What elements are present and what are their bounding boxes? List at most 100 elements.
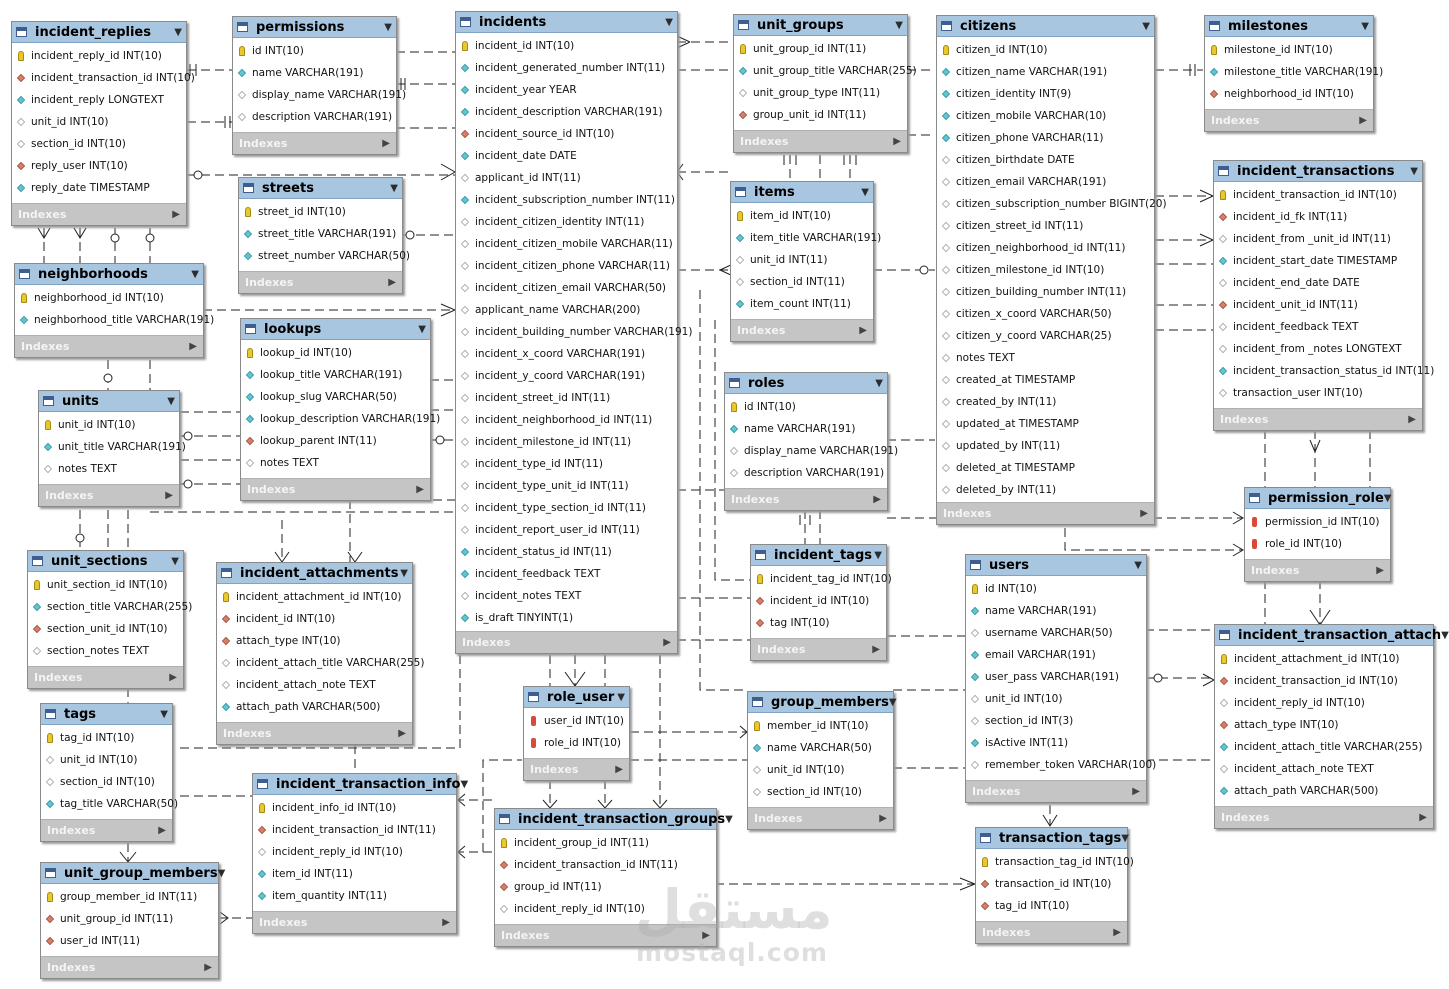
column-row[interactable]: item_quantity INT(11) (253, 885, 456, 907)
column-row[interactable]: id INT(10) (725, 396, 887, 418)
column-row[interactable]: name VARCHAR(191) (233, 62, 396, 84)
expand-arrow-icon[interactable]: ▶ (189, 341, 197, 352)
table-incident-replies[interactable]: incident_replies▼incident_reply_id INT(1… (11, 21, 195, 226)
collapse-arrow-icon[interactable]: ▼ (888, 696, 897, 708)
column-row[interactable]: citizen_x_coord VARCHAR(50) (937, 303, 1154, 325)
column-row[interactable]: user_pass VARCHAR(191) (966, 666, 1146, 688)
collapse-arrow-icon[interactable]: ▼ (1142, 20, 1150, 32)
column-row[interactable]: incident_start_date TIMESTAMP (1214, 250, 1422, 272)
expand-arrow-icon[interactable]: ▶ (442, 917, 450, 928)
column-row[interactable]: incident_id INT(10) (456, 35, 677, 57)
column-row[interactable]: section_notes TEXT (28, 640, 183, 662)
column-row[interactable]: unit_section_id INT(10) (28, 574, 183, 596)
column-row[interactable]: citizen_phone VARCHAR(11) (937, 127, 1154, 149)
column-row[interactable]: transaction_id INT(10) (976, 873, 1127, 895)
column-row[interactable]: incident_status_id INT(11) (456, 541, 677, 563)
column-row[interactable]: section_title VARCHAR(255) (28, 596, 192, 618)
collapse-arrow-icon[interactable]: ▼ (1121, 832, 1129, 844)
column-row[interactable]: incident_tag_id INT(10) (751, 568, 892, 590)
table-tags[interactable]: tags▼tag_id INT(10)unit_id INT(10)sectio… (40, 703, 178, 842)
column-row[interactable]: id INT(10) (233, 40, 396, 62)
table-unit-sections[interactable]: unit_sections▼unit_section_id INT(10)sec… (27, 550, 192, 689)
expand-arrow-icon[interactable]: ▶ (859, 325, 867, 336)
indexes-section[interactable]: Indexes▶ (1245, 559, 1390, 581)
column-row[interactable]: description VARCHAR(191) (233, 106, 396, 128)
column-row[interactable]: citizen_identity INT(9) (937, 83, 1154, 105)
column-row[interactable]: incident_milestone_id INT(11) (456, 431, 677, 453)
collapse-arrow-icon[interactable]: ▼ (665, 16, 673, 28)
column-row[interactable]: notes TEXT (39, 458, 179, 480)
column-row[interactable]: item_id INT(11) (253, 863, 456, 885)
expand-arrow-icon[interactable]: ▶ (873, 494, 881, 505)
column-row[interactable]: incident_transaction_id INT(10) (1215, 670, 1433, 692)
column-row[interactable]: name VARCHAR(191) (725, 418, 887, 440)
column-row[interactable]: incident_transaction_id INT(10) (1214, 184, 1422, 206)
column-row[interactable]: neighborhood_id INT(10) (1205, 83, 1373, 105)
indexes-section[interactable]: Indexes▶ (748, 807, 893, 829)
column-row[interactable]: name VARCHAR(191) (966, 600, 1146, 622)
column-row[interactable]: name VARCHAR(50) (748, 737, 893, 759)
column-row[interactable]: incident_id INT(10) (217, 608, 412, 630)
table-role-user[interactable]: role_user▼user_id INT(10)role_id INT(10)… (523, 686, 630, 781)
column-row[interactable]: incident_type_unit_id INT(11) (456, 475, 677, 497)
table-header[interactable]: incident_attachments▼ (217, 563, 412, 584)
column-row[interactable]: unit_group_type INT(11) (734, 82, 907, 104)
column-row[interactable]: incident_transaction_status_id INT(11) (1214, 360, 1434, 382)
column-row[interactable]: incident_reply LONGTEXT (12, 89, 186, 111)
column-row[interactable]: incident_attach_title VARCHAR(255) (217, 652, 424, 674)
column-row[interactable]: attach_path VARCHAR(500) (1215, 780, 1433, 802)
table-header[interactable]: incident_transactions▼ (1214, 161, 1422, 182)
column-row[interactable]: tag_id INT(10) (41, 727, 172, 749)
table-header[interactable]: users▼ (966, 555, 1146, 576)
column-row[interactable]: unit_id INT(10) (748, 759, 893, 781)
column-row[interactable]: neighborhood_title VARCHAR(191) (15, 309, 214, 331)
column-row[interactable]: created_at TIMESTAMP (937, 369, 1154, 391)
collapse-arrow-icon[interactable]: ▼ (1361, 20, 1369, 32)
expand-arrow-icon[interactable]: ▶ (388, 277, 396, 288)
indexes-section[interactable]: Indexes▶ (751, 638, 886, 660)
table-header[interactable]: role_user▼ (524, 687, 629, 708)
column-row[interactable]: lookup_id INT(10) (241, 342, 430, 364)
column-row[interactable]: citizen_birthdate DATE (937, 149, 1154, 171)
column-row[interactable]: incident_attachment_id INT(10) (1215, 648, 1433, 670)
column-row[interactable]: street_number VARCHAR(50) (239, 245, 410, 267)
collapse-arrow-icon[interactable]: ▼ (617, 691, 625, 703)
column-row[interactable]: attach_type INT(10) (217, 630, 412, 652)
column-row[interactable]: group_unit_id INT(11) (734, 104, 907, 126)
table-citizens[interactable]: citizens▼citizen_id INT(10)citizen_name … (936, 15, 1167, 525)
indexes-section[interactable]: Indexes▶ (39, 484, 179, 506)
table-header[interactable]: incident_replies▼ (12, 22, 186, 43)
expand-arrow-icon[interactable]: ▶ (398, 728, 406, 739)
column-row[interactable]: section_id INT(10) (41, 771, 172, 793)
expand-arrow-icon[interactable]: ▶ (158, 825, 166, 836)
expand-arrow-icon[interactable]: ▶ (416, 484, 424, 495)
column-row[interactable]: incident_transaction_id INT(11) (495, 854, 716, 876)
collapse-arrow-icon[interactable]: ▼ (217, 867, 226, 879)
column-row[interactable]: display_name VARCHAR(191) (233, 84, 406, 106)
column-row[interactable]: email VARCHAR(191) (966, 644, 1146, 666)
table-incident-transaction-groups[interactable]: incident_transaction_groups▼incident_gro… (494, 808, 733, 947)
column-row[interactable]: group_id INT(11) (495, 876, 716, 898)
expand-arrow-icon[interactable]: ▶ (204, 962, 212, 973)
collapse-arrow-icon[interactable]: ▼ (171, 555, 179, 567)
expand-arrow-icon[interactable]: ▶ (165, 490, 173, 501)
column-row[interactable]: section_unit_id INT(10) (28, 618, 183, 640)
column-row[interactable]: section_id INT(3) (966, 710, 1146, 732)
column-row[interactable]: citizen_id INT(10) (937, 39, 1154, 61)
column-row[interactable]: incident_source_id INT(10) (456, 123, 677, 145)
column-row[interactable]: incident_date DATE (456, 145, 677, 167)
column-row[interactable]: transaction_user INT(10) (1214, 382, 1422, 404)
column-row[interactable]: section_id INT(11) (731, 271, 873, 293)
column-row[interactable]: incident_citizen_phone VARCHAR(11) (456, 255, 677, 277)
column-row[interactable]: reply_date TIMESTAMP (12, 177, 186, 199)
expand-arrow-icon[interactable]: ▶ (169, 672, 177, 683)
column-row[interactable]: incident_street_id INT(11) (456, 387, 677, 409)
table-lookups[interactable]: lookups▼lookup_id INT(10)lookup_title VA… (240, 318, 440, 501)
column-row[interactable]: role_id INT(10) (524, 732, 629, 754)
column-row[interactable]: tag_title VARCHAR(50) (41, 793, 178, 815)
expand-arrow-icon[interactable]: ▶ (702, 930, 710, 941)
indexes-section[interactable]: Indexes▶ (495, 924, 716, 946)
table-header[interactable]: unit_group_members▼ (41, 863, 225, 884)
column-row[interactable]: tag INT(10) (751, 612, 886, 634)
column-row[interactable]: transaction_tag_id INT(10) (976, 851, 1134, 873)
